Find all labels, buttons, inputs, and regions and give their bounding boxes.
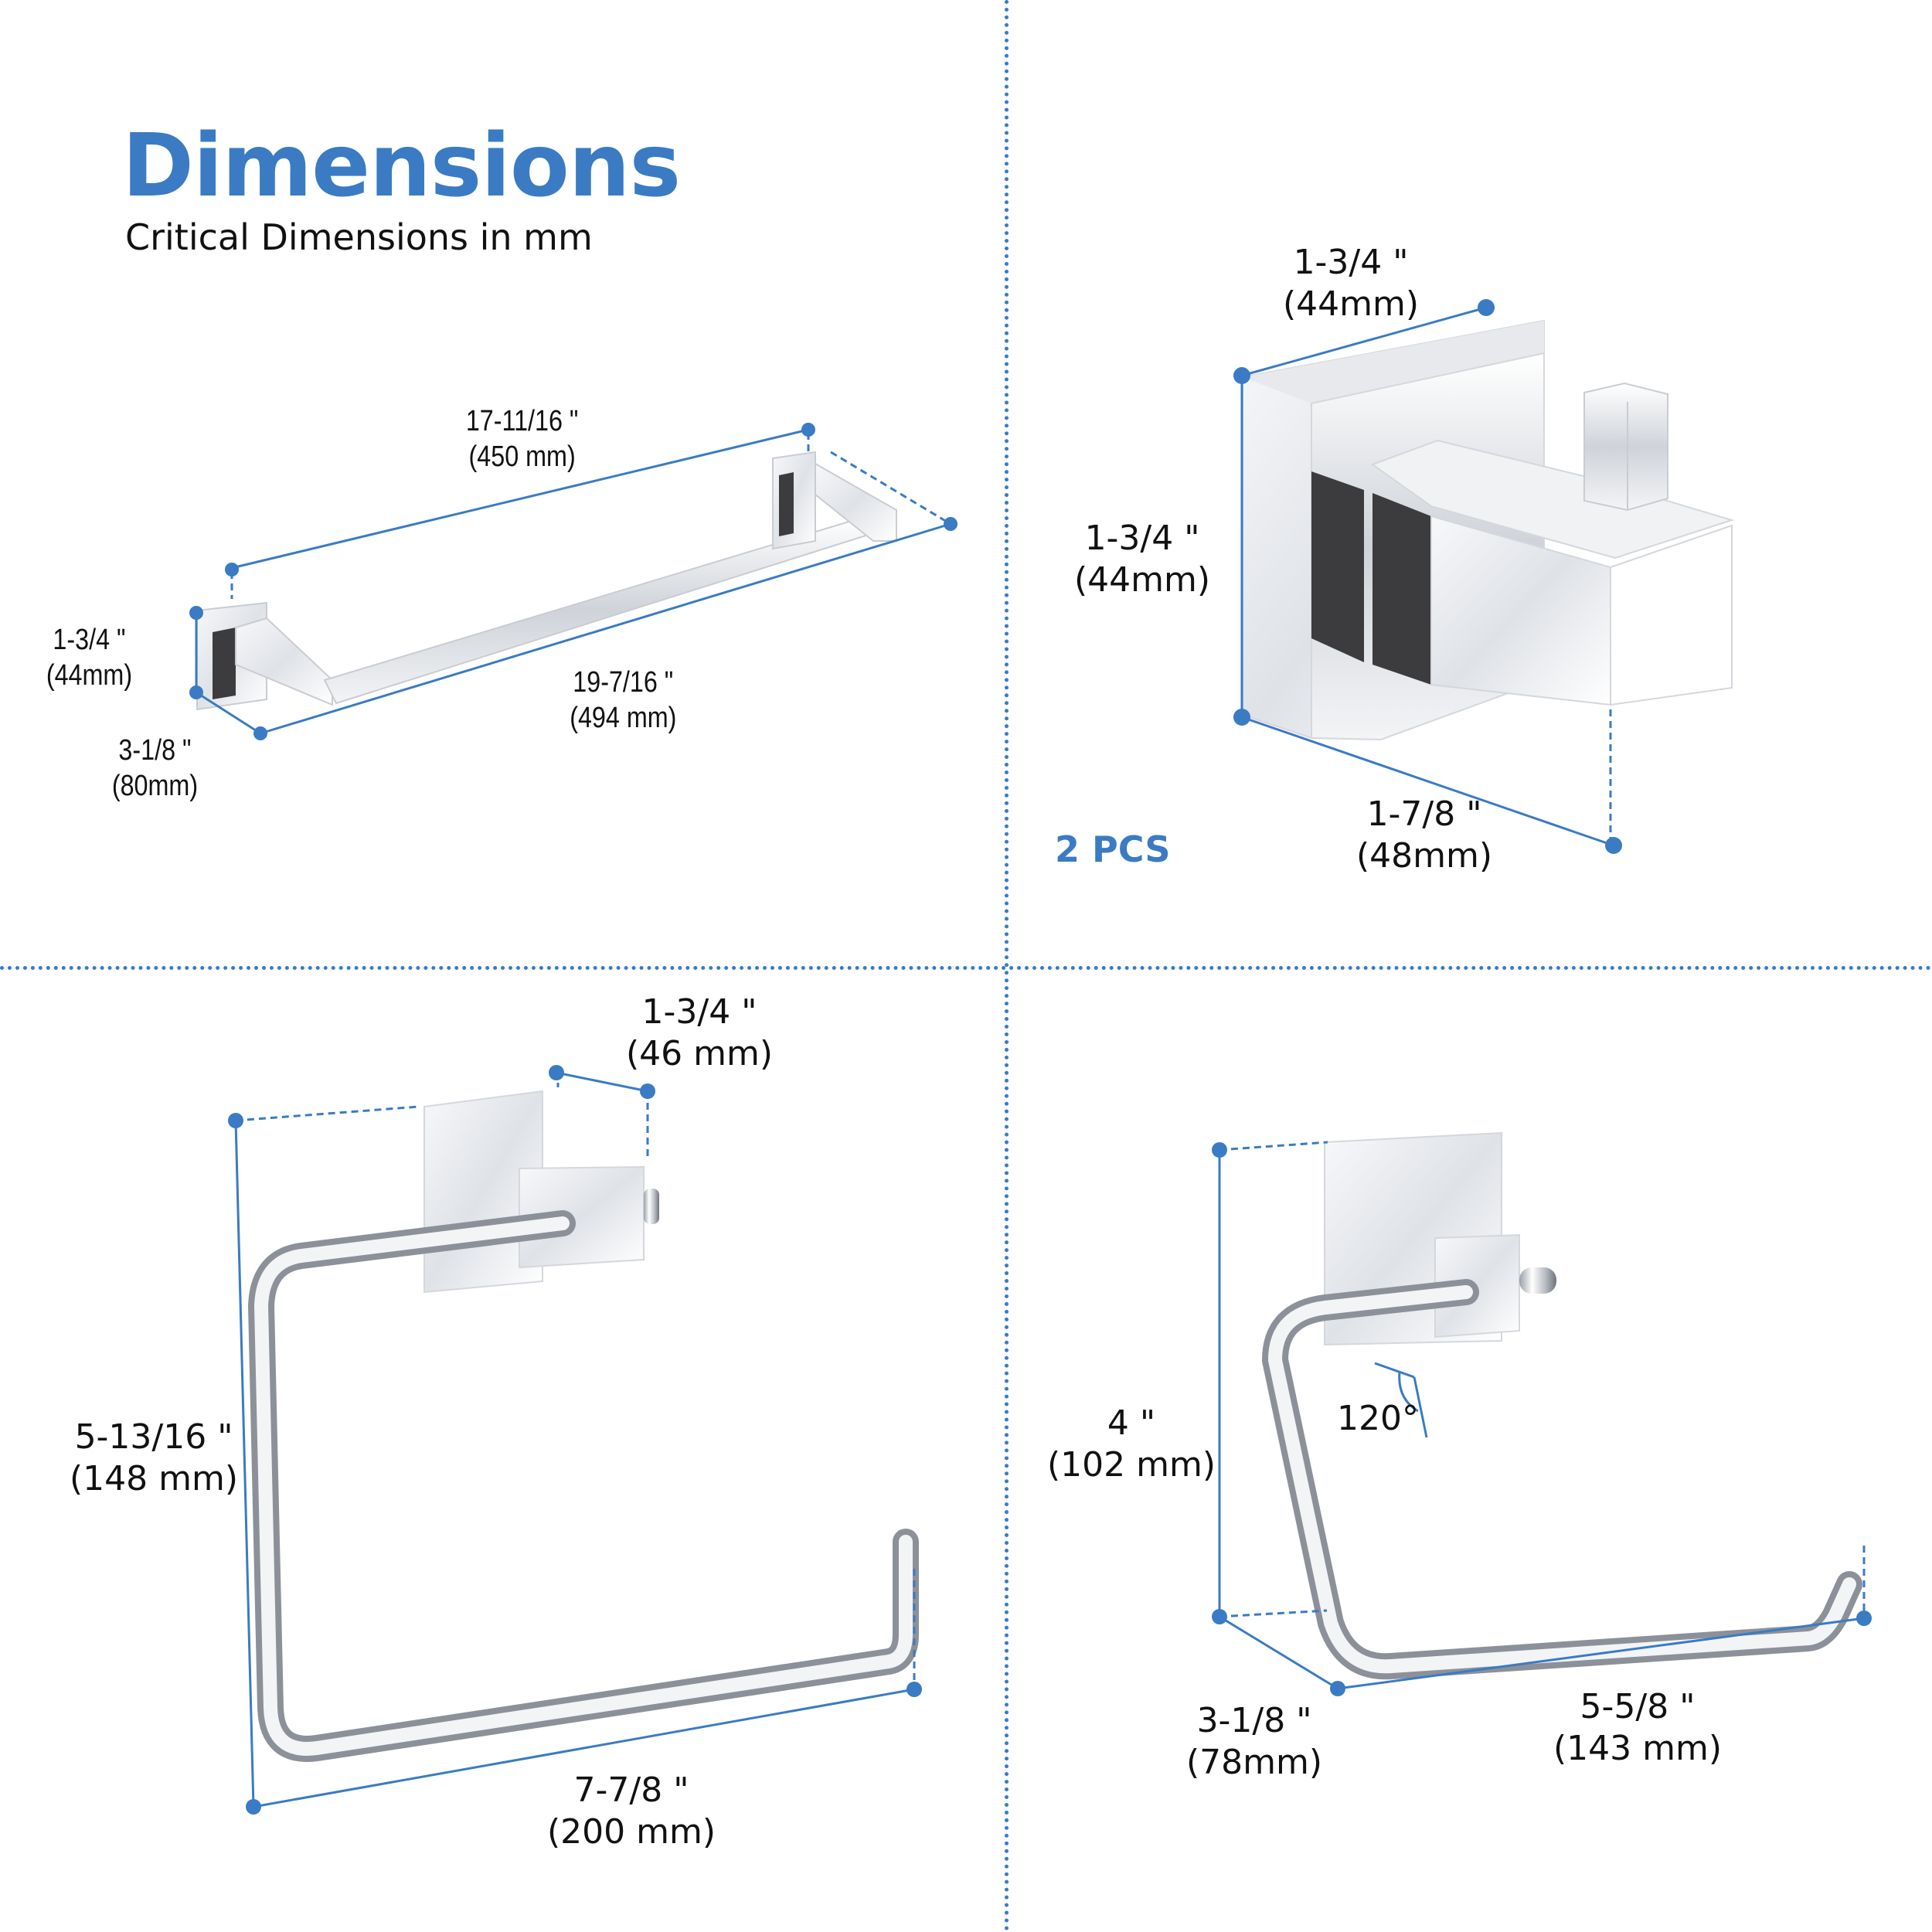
horizontal-divider — [0, 966, 1932, 970]
toilet-paper-holder-figure — [1212, 1131, 1872, 1696]
tp-holder-length-label: 5-5/8 " (143 mm) — [1553, 1687, 1723, 1768]
page-title: Dimensions — [122, 116, 681, 216]
robe-hook-projection-label: 1-7/8 " (48mm) — [1356, 794, 1493, 876]
tp-holder-angle-label: 120° — [1337, 1399, 1419, 1438]
towel-ring-figure — [228, 1065, 922, 1815]
towel-bar-figure — [189, 423, 957, 740]
robe-hook-height-label: 1-3/4 " (44mm) — [1074, 519, 1211, 600]
towel-bar-base-height-label: 1-3/4 " (44mm) — [46, 624, 133, 692]
towel-bar-inner-length-label: 17-11/16 " (450 mm) — [465, 405, 579, 474]
robe-hook-figure — [1233, 299, 1735, 854]
tp-holder-depth-label: 3-1/8 " (78mm) — [1186, 1701, 1323, 1782]
towel-ring-height-label: 5-13/16 " (148 mm) — [70, 1417, 239, 1498]
robe-hook-quantity-badge: 2 PCS — [1055, 828, 1171, 870]
towel-ring-length-label: 7-7/8 " (200 mm) — [547, 1770, 716, 1852]
robe-hook-width-label: 1-3/4 " (44mm) — [1283, 243, 1420, 324]
page-subtitle: Critical Dimensions in mm — [125, 216, 593, 258]
towel-ring-base-width-label: 1-3/4 " (46 mm) — [626, 992, 774, 1073]
tp-holder-height-label: 4 " (102 mm) — [1047, 1403, 1216, 1485]
towel-bar-overall-length-label: 19-7/16 " (494 mm) — [570, 666, 677, 735]
towel-bar-projection-label: 3-1/8 " (80mm) — [111, 734, 199, 803]
